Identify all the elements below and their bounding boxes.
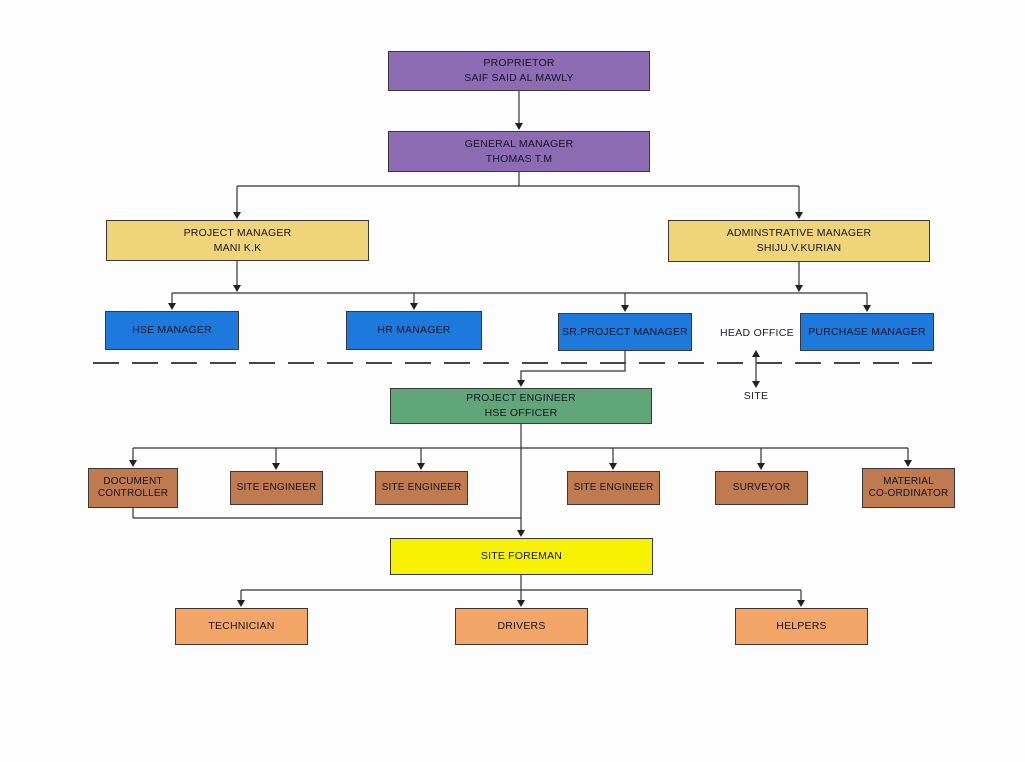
node-material-coordinator: MATERIAL CO-ORDINATOR bbox=[862, 468, 955, 508]
node-title: ADMINSTRATIVE MANAGER bbox=[726, 227, 872, 240]
node-title: DOCUMENT bbox=[103, 475, 163, 487]
node-subtitle: SAIF SAID AL MAWLY bbox=[464, 72, 574, 84]
node-title: PURCHASE MANAGER bbox=[808, 325, 926, 338]
node-proprietor: PROPRIETOR SAIF SAID AL MAWLY bbox=[388, 51, 650, 91]
node-title: HELPERS bbox=[776, 620, 827, 633]
node-title: SITE ENGINEER bbox=[236, 481, 317, 493]
arrowheads bbox=[129, 123, 912, 607]
node-site-foreman: SITE FOREMAN bbox=[390, 538, 653, 575]
node-title: DRIVERS bbox=[497, 620, 546, 633]
node-title: TECHNICIAN bbox=[208, 620, 275, 633]
node-title: MATERIAL bbox=[883, 475, 934, 487]
node-subtitle: CONTROLLER bbox=[97, 488, 169, 499]
node-document-controller: DOCUMENT CONTROLLER bbox=[88, 468, 178, 508]
node-general-manager: GENERAL MANAGER THOMAS T.M bbox=[388, 131, 650, 172]
node-title: SITE FOREMAN bbox=[480, 550, 563, 563]
node-title: HR MANAGER bbox=[377, 324, 451, 337]
node-subtitle: HSE OFFICER bbox=[484, 407, 558, 419]
site-label: SITE bbox=[743, 390, 769, 402]
node-subtitle: SHIJU.V.KURIAN bbox=[756, 242, 842, 254]
node-title: SR.PROJECT MANAGER bbox=[562, 325, 688, 338]
node-drivers: DRIVERS bbox=[455, 608, 588, 645]
node-site-engineer-3: SITE ENGINEER bbox=[567, 471, 660, 505]
node-administrative-manager: ADMINSTRATIVE MANAGER SHIJU.V.KURIAN bbox=[668, 220, 930, 262]
node-surveyor: SURVEYOR bbox=[715, 471, 808, 505]
node-title: HSE MANAGER bbox=[132, 324, 212, 337]
node-title: SURVEYOR bbox=[732, 481, 791, 493]
node-helpers: HELPERS bbox=[735, 608, 868, 645]
node-subtitle: MANI K.K bbox=[213, 241, 262, 254]
node-title: SITE ENGINEER bbox=[573, 481, 654, 493]
node-hse-manager: HSE MANAGER bbox=[105, 311, 239, 350]
node-site-engineer-1: SITE ENGINEER bbox=[230, 471, 323, 505]
node-project-manager: PROJECT MANAGER MANI K.K bbox=[106, 220, 369, 261]
node-title: GENERAL MANAGER bbox=[464, 137, 574, 150]
node-purchase-manager: PURCHASE MANAGER bbox=[800, 313, 934, 351]
node-title: PROJECT ENGINEER bbox=[466, 392, 576, 405]
node-project-engineer: PROJECT ENGINEER HSE OFFICER bbox=[390, 388, 652, 424]
node-title: PROJECT MANAGER bbox=[183, 226, 292, 239]
head-office-label: HEAD OFFICE bbox=[720, 327, 794, 339]
node-title: SITE ENGINEER bbox=[381, 481, 462, 493]
node-subtitle: THOMAS T.M bbox=[485, 152, 553, 165]
node-subtitle: CO-ORDINATOR bbox=[868, 488, 949, 499]
node-title: PROPRIETOR bbox=[483, 57, 555, 70]
node-site-engineer-2: SITE ENGINEER bbox=[375, 471, 468, 505]
node-sr-project-manager: SR.PROJECT MANAGER bbox=[558, 313, 692, 351]
node-hr-manager: HR MANAGER bbox=[346, 311, 482, 350]
node-technician: TECHNICIAN bbox=[175, 608, 308, 645]
